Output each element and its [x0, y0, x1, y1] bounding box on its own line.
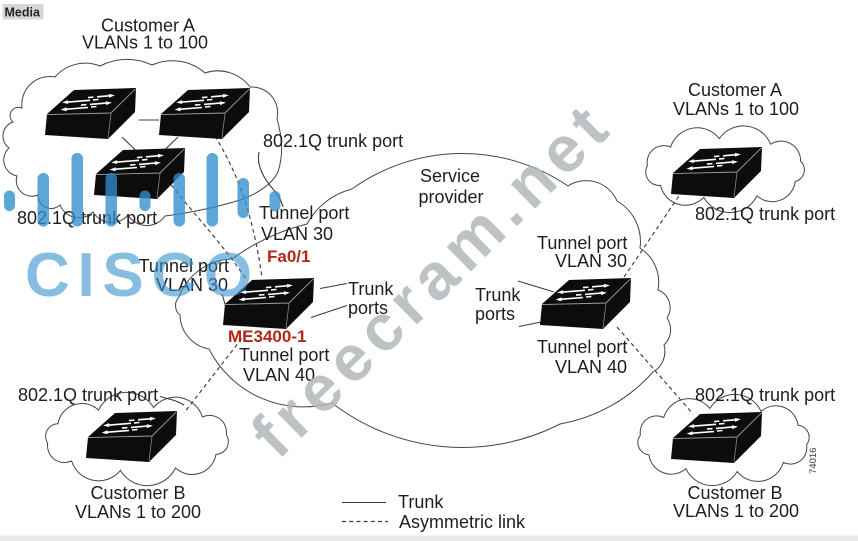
- svg-text:802.1Q trunk port: 802.1Q trunk port: [263, 131, 403, 151]
- svg-text:Customer B: Customer B: [687, 483, 782, 503]
- svg-text:Tunnel port: Tunnel port: [537, 233, 627, 253]
- svg-text:VLAN 40: VLAN 40: [555, 357, 627, 377]
- svg-text:Trunk: Trunk: [348, 279, 394, 299]
- svg-text:ME3400-1: ME3400-1: [228, 327, 306, 346]
- svg-text:Media: Media: [5, 6, 41, 20]
- svg-text:VLANs 1 to 200: VLANs 1 to 200: [75, 502, 201, 522]
- svg-text:Service: Service: [420, 166, 480, 186]
- svg-text:Tunnel port: Tunnel port: [537, 337, 627, 357]
- svg-text:VLAN 30: VLAN 30: [156, 275, 228, 295]
- svg-text:Fa0/1: Fa0/1: [267, 247, 310, 266]
- svg-text:provider: provider: [418, 187, 483, 207]
- svg-text:Tunnel port: Tunnel port: [239, 345, 329, 365]
- svg-text:Customer A: Customer A: [101, 16, 195, 36]
- svg-text:ports: ports: [348, 298, 388, 318]
- svg-text:Customer B: Customer B: [90, 483, 185, 503]
- svg-text:VLAN 40: VLAN 40: [243, 365, 315, 385]
- svg-text:802.1Q trunk port: 802.1Q trunk port: [695, 385, 835, 405]
- svg-text:VLANs 1 to 100: VLANs 1 to 100: [673, 99, 799, 119]
- svg-text:VLAN 30: VLAN 30: [261, 224, 333, 244]
- svg-text:Trunk: Trunk: [398, 492, 444, 512]
- svg-text:VLAN 30: VLAN 30: [555, 251, 627, 271]
- svg-text:Asymmetric link: Asymmetric link: [399, 512, 526, 532]
- svg-text:VLANs 1 to 200: VLANs 1 to 200: [673, 501, 799, 521]
- svg-text:802.1Q trunk port: 802.1Q trunk port: [18, 385, 158, 405]
- svg-text:CISCO: CISCO: [25, 241, 260, 310]
- svg-text:74016: 74016: [808, 448, 819, 474]
- svg-text:VLANs 1 to 100: VLANs 1 to 100: [82, 33, 208, 53]
- svg-text:Trunk: Trunk: [475, 285, 521, 305]
- svg-text:ports: ports: [475, 304, 515, 324]
- svg-text:Customer A: Customer A: [688, 80, 782, 100]
- svg-text:802.1Q trunk port: 802.1Q trunk port: [17, 208, 157, 228]
- svg-text:802.1Q trunk port: 802.1Q trunk port: [695, 204, 835, 224]
- svg-text:Tunnel port: Tunnel port: [139, 256, 229, 276]
- svg-text:Tunnel port: Tunnel port: [259, 203, 349, 223]
